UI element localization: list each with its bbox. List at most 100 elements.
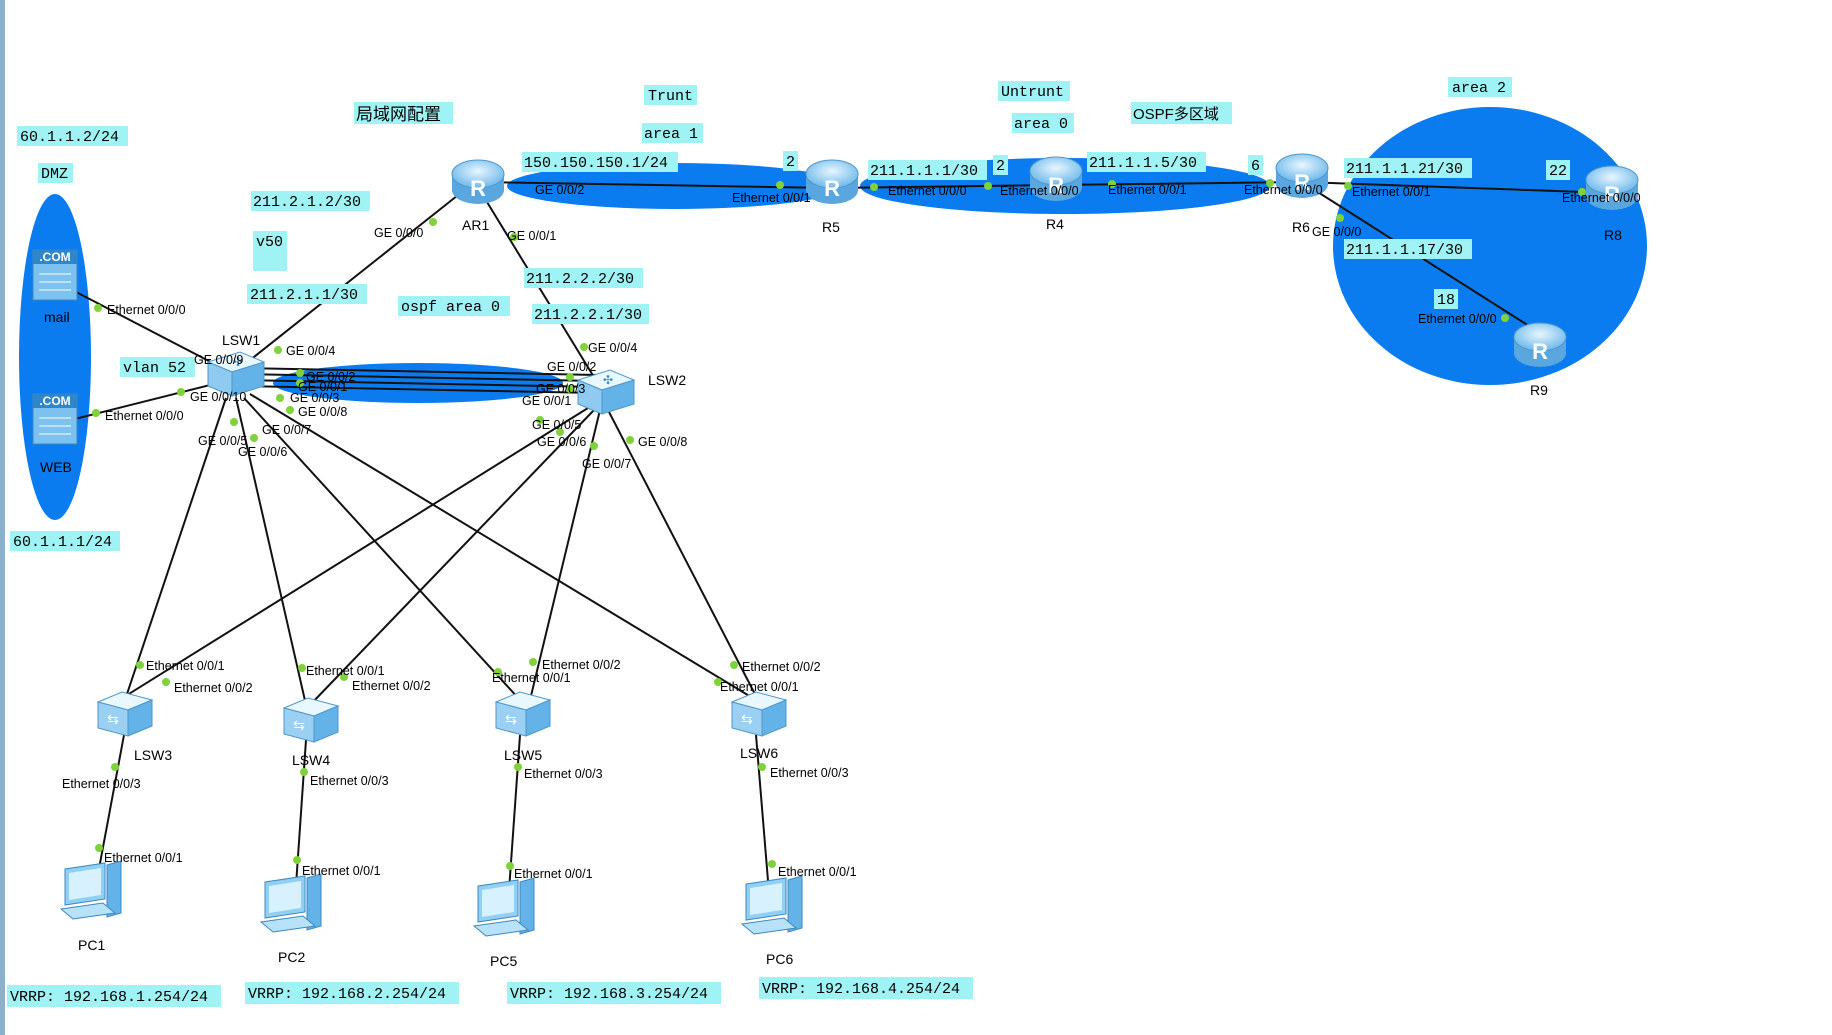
- link-lsw2-lsw5: [529, 409, 601, 701]
- access-switch-lsw5[interactable]: ⇆: [494, 691, 552, 737]
- core-switch-lsw1[interactable]: ✣: [206, 351, 266, 397]
- router-r4[interactable]: R: [1029, 156, 1083, 201]
- router-r8[interactable]: R: [1585, 165, 1639, 210]
- label-vrrp4: VRRP: 192.168.4.254/24: [762, 981, 960, 998]
- port-label: Ethernet 0/0/3: [524, 767, 603, 781]
- router-icon: R: [1532, 339, 1548, 364]
- label-area0: area 0: [1014, 116, 1068, 133]
- link-r6-r8: [1301, 181, 1613, 194]
- link-lsw2-lsw4: [309, 409, 595, 706]
- router-r6[interactable]: R: [1275, 153, 1329, 198]
- pc-pc6[interactable]: [740, 875, 803, 935]
- label-vrrp2: VRRP: 192.168.2.254/24: [248, 986, 446, 1003]
- link-ar1-r5: [477, 181, 833, 189]
- router-r5[interactable]: R: [805, 159, 859, 204]
- link-lsw1-lsw2-d: [237, 385, 599, 394]
- label-ip-211-1-1-21: 211.1.1.21/30: [1346, 161, 1463, 178]
- port-label: GE 0/0/1: [298, 380, 347, 394]
- device-label-r8: R8: [1604, 227, 1622, 243]
- port-label: GE 0/0/2: [306, 370, 355, 384]
- port-label: Ethernet 0/0/1: [1108, 183, 1187, 197]
- port-label: Ethernet 0/0/0: [888, 184, 967, 198]
- link-r5-r4: [831, 184, 1057, 189]
- port-label: GE 0/0/2: [547, 360, 596, 374]
- port-label: GE 0/0/7: [582, 457, 631, 471]
- router-icon: R: [470, 176, 486, 201]
- access-switch-lsw6[interactable]: ⇆: [730, 691, 788, 737]
- port-label: Ethernet 0/0/3: [770, 766, 849, 780]
- port-label: GE 0/0/6: [238, 445, 287, 459]
- router-r9[interactable]: R: [1513, 322, 1567, 367]
- router-icon: R: [1294, 170, 1310, 195]
- core-switch-lsw2[interactable]: ✣: [576, 369, 636, 415]
- link-web-lsw1: [54, 379, 231, 425]
- label-ip-211-2-2-2: 211.2.2.2/30: [526, 271, 634, 288]
- port-label: Ethernet 0/0/2: [352, 679, 431, 693]
- pc-pc2[interactable]: [259, 873, 322, 933]
- link-lsw1-lsw3: [125, 397, 227, 698]
- port-label: GE 0/0/5: [532, 418, 581, 432]
- label-ospf-multi: OSPF多区域: [1133, 106, 1219, 123]
- port-label: Ethernet 0/0/1: [104, 851, 183, 865]
- port-label: Ethernet 0/0/1: [1352, 185, 1431, 199]
- link-mail-lsw1: [54, 280, 231, 373]
- switch-arrows-icon: ⇆: [293, 717, 305, 733]
- server-icon: .COM: [39, 394, 70, 408]
- port-label: Ethernet 0/0/3: [310, 774, 389, 788]
- label-ospf-area0: ospf area 0: [401, 299, 500, 316]
- link-lsw1-lsw2-a: [237, 367, 599, 376]
- port-label: Ethernet 0/0/2: [742, 660, 821, 674]
- label-ip-211-2-1-2: 211.2.1.2/30: [253, 194, 361, 211]
- label-ip-211-1-1-17: 211.1.1.17/30: [1346, 242, 1463, 259]
- port-label: Ethernet 0/0/2: [174, 681, 253, 695]
- label-ip-211-2-2-1: 211.2.2.1/30: [534, 307, 642, 324]
- port-label: GE 0/0/4: [588, 341, 637, 355]
- server-mail[interactable]: .COM: [32, 249, 78, 301]
- device-label-r5: R5: [822, 219, 840, 235]
- link-lsw6-pc6: [755, 734, 771, 906]
- label-vrrp3: VRRP: 192.168.3.254/24: [510, 986, 708, 1003]
- device-label-r4: R4: [1046, 216, 1064, 232]
- label-ip-211-2-1-1: 211.2.1.1/30: [250, 287, 358, 304]
- port-label: Ethernet 0/0/1: [732, 191, 811, 205]
- router-ar1[interactable]: R: [451, 159, 505, 204]
- router-icon: R: [824, 176, 840, 201]
- device-label-lsw5: LSW5: [504, 747, 542, 763]
- port-label: Ethernet 0/0/0: [1244, 183, 1323, 197]
- port-label: GE 0/0/2: [535, 183, 584, 197]
- server-web[interactable]: .COM: [32, 393, 78, 445]
- device-label-lsw6: LSW6: [740, 745, 778, 761]
- port-label: Ethernet 0/0/0: [1562, 191, 1641, 205]
- router-icon: R: [1048, 173, 1064, 198]
- port-label: GE 0/0/1: [522, 394, 571, 408]
- port-label: GE 0/0/0: [374, 226, 423, 240]
- device-label-pc1: PC1: [78, 937, 105, 953]
- device-label-lsw3: LSW3: [134, 747, 172, 763]
- router-icon: R: [1604, 182, 1620, 207]
- label-ip-211-1-1-5: 211.1.1.5/30: [1089, 155, 1197, 172]
- server-icon: .COM: [39, 250, 70, 264]
- pc-pc1[interactable]: [59, 860, 122, 920]
- link-lsw1-lsw6: [249, 393, 757, 701]
- label-vrrp1: VRRP: 192.168.1.254/24: [10, 989, 208, 1006]
- label-num2b: 2: [996, 158, 1005, 175]
- switch-arrows-icon: ✣: [233, 355, 243, 369]
- port-label: GE 0/0/4: [286, 344, 335, 358]
- access-switch-lsw4[interactable]: ⇆: [282, 697, 340, 743]
- device-label-pc5: PC5: [490, 953, 517, 969]
- pc-pc5[interactable]: [472, 877, 535, 937]
- port-label: GE 0/0/3: [290, 391, 339, 405]
- switch-arrows-icon: ⇆: [107, 711, 119, 727]
- port-label: Ethernet 0/0/1: [146, 659, 225, 673]
- port-label: GE 0/0/3: [536, 382, 585, 396]
- port-label: Ethernet 0/0/1: [778, 865, 857, 879]
- links-layer: [54, 181, 1613, 906]
- device-label-r6: R6: [1292, 219, 1310, 235]
- label-num22: 22: [1549, 163, 1567, 180]
- port-label: GE 0/0/7: [262, 423, 311, 437]
- access-switch-lsw3[interactable]: ⇆: [96, 691, 154, 737]
- label-v50: v50: [256, 234, 283, 251]
- label-num6: 6: [1251, 158, 1260, 175]
- label-ip-150: 150.150.150.1/24: [524, 155, 668, 172]
